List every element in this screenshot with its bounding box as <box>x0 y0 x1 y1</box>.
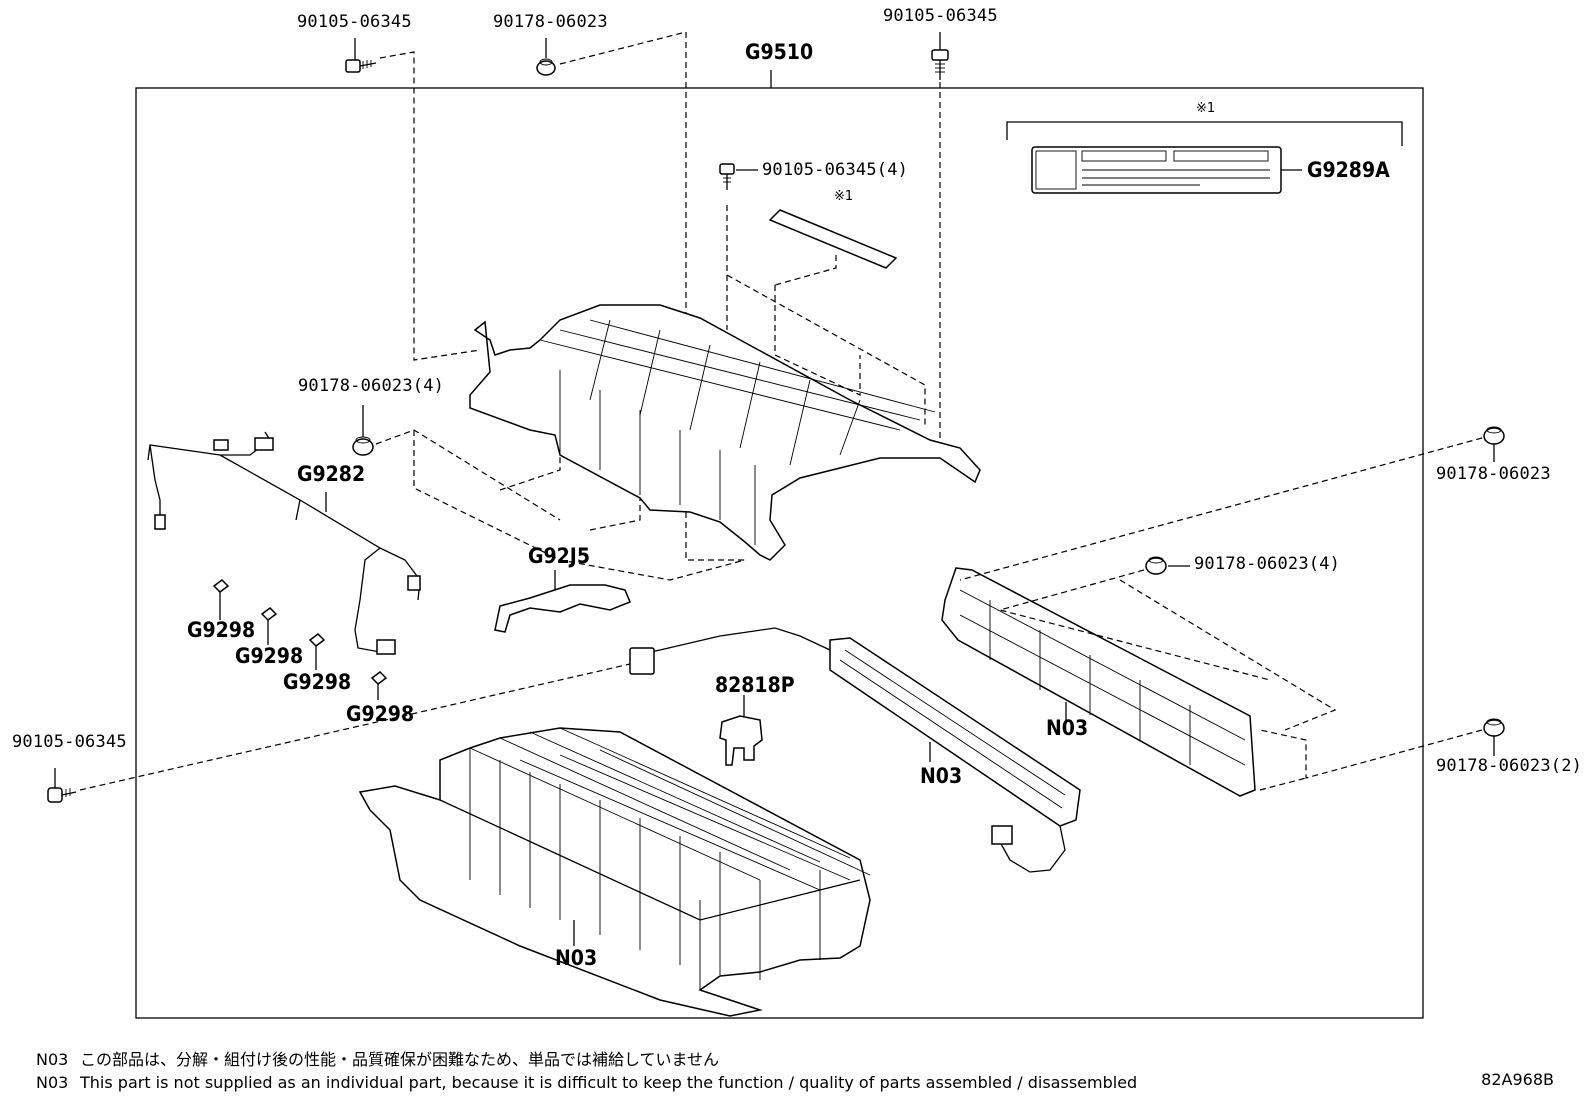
nut-right-top-icon <box>1483 426 1505 445</box>
nut-right-4-icon <box>1145 556 1167 575</box>
battery-stack <box>358 727 871 1017</box>
part-label-g9282[interactable]: G9282 <box>297 462 366 486</box>
assembly-label[interactable]: G9510 <box>745 40 814 64</box>
seal-plate <box>494 584 631 633</box>
part-label-n03-battery-stack[interactable]: N03 <box>555 946 598 970</box>
footnote-code: N03 <box>36 1073 69 1092</box>
part-label-g92j5[interactable]: G92J5 <box>528 544 590 568</box>
footnote-japanese: N03 この部品は、分解・組付け後の性能・品質確保が困難なため、単品では補給してい… <box>36 1052 719 1068</box>
part-label-nut-right-2[interactable]: 90178-06023(2) <box>1436 756 1583 776</box>
part-label-bolt-bottom-left[interactable]: 90105-06345 <box>12 732 127 752</box>
part-label-82818p[interactable]: 82818P <box>715 673 795 697</box>
right-end-frame <box>941 567 1256 797</box>
part-label-clip-3[interactable]: G9298 <box>283 670 352 694</box>
footnote-text: This part is not supplied as an individu… <box>80 1073 1138 1092</box>
part-label-clip-1[interactable]: G9298 <box>187 618 256 642</box>
note-mark-sheet: ※1 <box>834 189 854 204</box>
upper-cover <box>469 304 981 561</box>
nut-top-mid-icon <box>536 58 556 76</box>
note-mark-label: ※1 <box>1196 101 1216 116</box>
part-label-g9289a[interactable]: G9289A <box>1307 158 1390 182</box>
insulator-sheet <box>768 209 898 269</box>
part-label-bolt-center[interactable]: 90105-06345(4) <box>762 160 909 180</box>
sensor-bracket <box>719 715 763 766</box>
bolt-top-left-icon <box>345 59 377 73</box>
part-label-bolt-top-right[interactable]: 90105-06345 <box>883 6 998 26</box>
wire-harness <box>147 431 421 655</box>
footnote-text: この部品は、分解・組付け後の性能・品質確保が困難なため、単品では補給していません <box>80 1050 720 1069</box>
footnote-code: N03 <box>36 1050 69 1069</box>
part-label-nut-right-4[interactable]: 90178-06023(4) <box>1194 554 1341 574</box>
bolt-bottom-left-icon <box>47 787 77 803</box>
assembly-frame <box>135 87 1424 1019</box>
part-label-clip-2[interactable]: G9298 <box>235 644 304 668</box>
part-label-n03-center-bus[interactable]: N03 <box>920 764 963 788</box>
part-label-bolt-top-left[interactable]: 90105-06345 <box>297 12 412 32</box>
diagram-reference: 82A968B <box>1481 1070 1554 1089</box>
part-label-clip-4[interactable]: G9298 <box>346 702 415 726</box>
center-bus-module <box>629 627 1081 873</box>
clip-icon <box>212 579 388 700</box>
part-label-nut-left[interactable]: 90178-06023(4) <box>298 376 445 396</box>
part-label-nut-top-mid[interactable]: 90178-06023 <box>493 12 608 32</box>
nut-left-icon <box>352 436 374 456</box>
nut-right-2-icon <box>1483 718 1505 737</box>
footnote-english: N03 This part is not supplied as an indiv… <box>36 1075 1137 1091</box>
bolt-center-icon <box>719 163 735 190</box>
part-label-nut-right-top[interactable]: 90178-06023 <box>1436 464 1551 484</box>
part-label-n03-right-frame[interactable]: N03 <box>1046 716 1089 740</box>
bolt-top-right-icon <box>931 49 949 80</box>
